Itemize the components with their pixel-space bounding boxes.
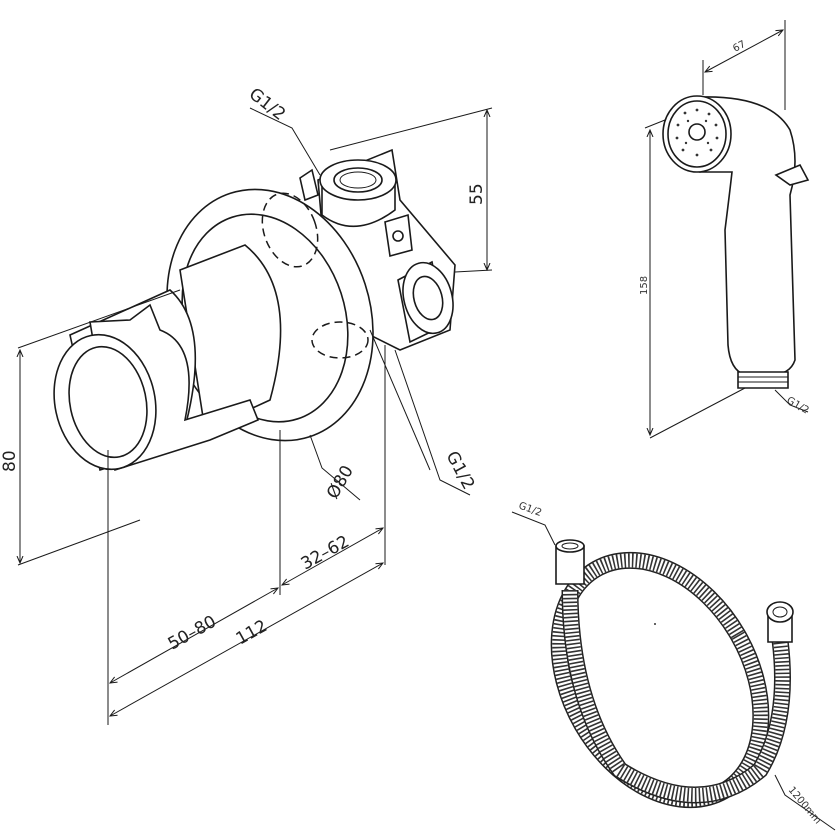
valve-height-label: 55: [467, 183, 487, 205]
mixer-valve: [53, 148, 456, 472]
top-port-label: G1/2: [245, 84, 289, 125]
knob-depth-label: 50–80: [165, 612, 220, 655]
hand-shower-height-label: 158: [639, 276, 650, 295]
shower-hose: [550, 539, 794, 809]
flange-diameter-label: Ø80: [323, 462, 358, 502]
spray-nozzles: [675, 108, 719, 157]
valve-dimensions: [18, 107, 493, 725]
hand-shower: [662, 95, 810, 389]
wall-depth-label: 32–62: [298, 532, 353, 575]
knob-height-label: 80: [0, 450, 20, 472]
hose-thread-label: G1/2: [517, 500, 543, 518]
hand-shower-width-label: 67: [731, 39, 747, 55]
hose-length-label: 1200mm: [786, 785, 823, 826]
hose-dimensions: [511, 511, 836, 831]
hand-shower-dimensions: [644, 20, 809, 439]
hand-shower-thread-label: G1/2: [785, 395, 811, 416]
side-port-label: G1/2: [442, 448, 479, 493]
